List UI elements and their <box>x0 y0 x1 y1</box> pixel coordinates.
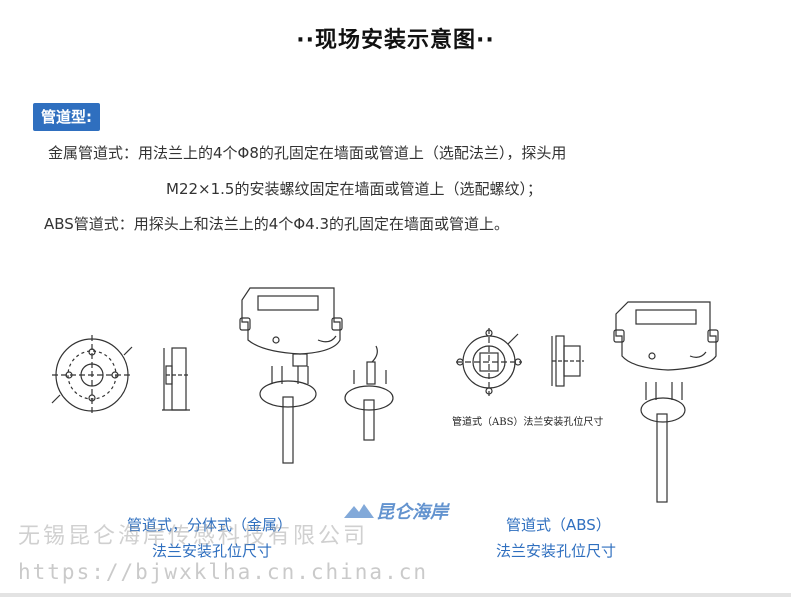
watermark-company: 无锡昆仑海岸传感科技有限公司 <box>18 524 369 549</box>
watermark-logo: 昆仑海岸 <box>344 498 448 524</box>
abs-flange-side-view <box>551 335 584 387</box>
section-tag-duct: 管道型: <box>33 103 100 131</box>
page-title: ··现场安装示意图·· <box>296 28 495 53</box>
right-caption-line-2: 法兰安装孔位尺寸 <box>496 542 617 560</box>
desc-line-abs: ABS管道式：用探头上和法兰上的4个Φ4.3的孔固定在墙面或管道上。 <box>44 215 510 233</box>
metal-split-probe <box>344 345 394 441</box>
left-caption-line-2: 法兰安装孔位尺寸 <box>152 542 273 560</box>
logo-text: 昆仑海岸 <box>376 502 448 523</box>
installation-drawing <box>51 287 719 503</box>
metal-flange-front-view <box>51 335 133 415</box>
metal-sensor-assembly <box>239 287 343 464</box>
watermark-url: https://bjwxklha.cn.china.cn <box>18 560 429 584</box>
abs-flange-dimension-label: 管道式（ABS）法兰安装孔位尺寸 <box>452 417 604 428</box>
logo-mountain-icon <box>344 504 374 518</box>
abs-flange-front-view <box>456 328 522 396</box>
metal-flange-side-view <box>162 347 190 411</box>
desc-line-metal: 金属管道式：用法兰上的4个Φ8的孔固定在墙面或管道上（选配法兰），探头用 <box>48 144 567 162</box>
desc-line-thread: M22×1.5的安装螺纹固定在墙面或管道上（选配螺纹）； <box>166 180 542 198</box>
left-caption-line-1: 管道式，分体式（金属） <box>127 516 293 534</box>
abs-sensor-assembly <box>613 301 719 503</box>
bottom-divider <box>0 593 791 597</box>
right-caption-line-1: 管道式（ABS） <box>506 516 611 534</box>
